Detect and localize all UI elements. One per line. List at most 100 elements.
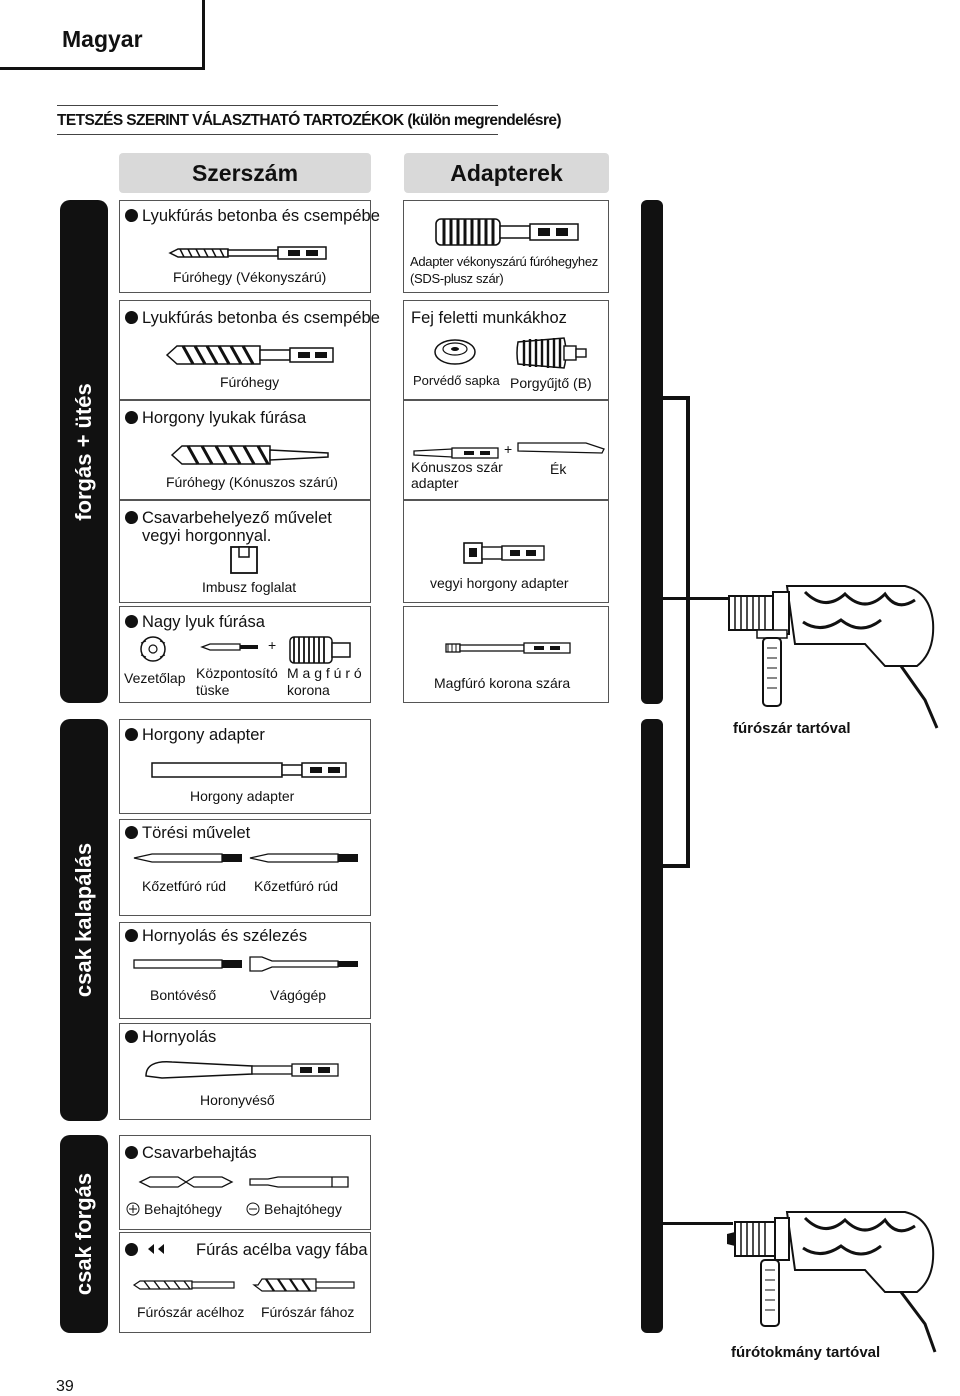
adapter-a2-item2: Porgyűjtő (B) xyxy=(510,375,592,391)
page-number: 39 xyxy=(56,1378,74,1395)
tool-b8-title: Hornyolás és szélezés xyxy=(125,927,307,946)
rotary-drill-icon xyxy=(727,1211,937,1353)
tool-b9-title: Hornyolás xyxy=(125,1028,216,1047)
adapter-box-core-shank: Magfúró korona szára xyxy=(403,606,609,703)
steel-drill-bit-icon xyxy=(132,1280,235,1290)
tool-box-core-bit: Nagy lyuk fúrása + Vezetőlap Központosít… xyxy=(119,606,371,703)
tool-box-drill-bit: Lyukfúrás betonba és csempébe Fúróhegy xyxy=(119,300,380,400)
adapter-a2-item1: Porvédő sapka xyxy=(413,373,500,388)
anchor-adapter-icon xyxy=(151,762,347,778)
sidebar-hammer-only: csak kalapálás xyxy=(60,719,108,1121)
bullet-icon xyxy=(125,826,138,839)
core-bit-icon xyxy=(289,636,351,664)
bullet-icon xyxy=(125,411,138,424)
adapter-a4-item: vegyi horgony adapter xyxy=(430,575,569,591)
adapter-a1-line2: (SDS-plusz szár) xyxy=(410,271,504,286)
phillips-bit-icon xyxy=(138,1176,234,1188)
section-title: TETSZÉS SZERINT VÁLASZTHATÓ TARTOZÉKOK (… xyxy=(57,112,562,129)
title-rule-bottom xyxy=(57,134,498,135)
tool-box-tapered-bit: Horgony lyukak fúrása Fúróhegy (Kónuszos… xyxy=(119,400,371,500)
guide-plate-icon xyxy=(140,636,166,662)
tools-column-header: Szerszám xyxy=(119,153,371,193)
tool-b5-item3-line1: M a g f ú r ó xyxy=(287,665,362,681)
dust-cup-icon xyxy=(434,339,476,365)
tool-b11-item1: Fúrószár acélhoz xyxy=(137,1304,245,1320)
adapter-a5-item: Magfúró korona szára xyxy=(434,675,571,691)
connector-bar-right-2 xyxy=(641,719,663,1333)
cold-chisel-icon xyxy=(133,959,242,969)
gouge-chisel-icon xyxy=(145,1061,339,1079)
tool-b7-item1: Kőzetfúró rúd xyxy=(142,878,227,894)
cutter-icon xyxy=(249,956,358,972)
tool-b4-item: Imbusz foglalat xyxy=(202,579,297,595)
tool-box-anchor-adapter: Horgony adapter Horgony adapter xyxy=(119,719,371,814)
tool-b4-title1: Csavarbehelyező művelet xyxy=(125,509,332,528)
bullet-icon xyxy=(125,1243,138,1256)
tool-b6-title: Horgony adapter xyxy=(125,726,265,745)
language-label: Magyar xyxy=(62,26,143,52)
tool-b7-item2: Kőzetfúró rúd xyxy=(254,878,339,894)
chemical-anchor-adapter-icon xyxy=(463,542,545,564)
thin-shank-drill-bit-icon xyxy=(168,246,327,260)
connector-bar-right-1 xyxy=(641,200,663,704)
tool-b5-title: Nagy lyuk fúrása xyxy=(125,613,265,632)
drill-symbol-icon xyxy=(148,1244,164,1254)
connector-line-h3 xyxy=(663,597,733,600)
tool-b10-item1: Behajtóhegy xyxy=(144,1201,222,1217)
tool-b10-item2: Behajtóhegy xyxy=(264,1201,342,1217)
adapter-a3-item2: Ék xyxy=(550,461,567,477)
tool-b10-title: Csavarbehajtás xyxy=(125,1144,257,1163)
adapters-column-header: Adapterek xyxy=(404,153,609,193)
core-bit-shank-icon xyxy=(445,642,571,654)
tool-b5-plus: + xyxy=(268,637,277,653)
adapter-box-overhead: Fej feletti munkákhoz Porvédő sapka Porg… xyxy=(403,300,609,400)
connector-line-v1 xyxy=(686,396,690,867)
tool-b4-title2: vegyi horgonnyal. xyxy=(142,527,272,545)
tool-b11-title: Fúrás acélba vagy fába xyxy=(196,1241,368,1259)
tapered-drill-bit-icon xyxy=(170,445,329,465)
sidebar-hammer-only-label: csak kalapálás xyxy=(71,842,96,998)
tool-b1-item: Fúróhegy (Vékonyszárú) xyxy=(173,269,327,285)
bullet-icon xyxy=(125,209,138,222)
tool-box-grooving-edging: Hornyolás és szélezés Bontóvéső Vágógép xyxy=(119,922,371,1019)
adapter-a2-title: Fej feletti munkákhoz xyxy=(411,309,567,327)
sidebar-rotation-only: csak forgás xyxy=(60,1135,108,1333)
rotary-hammer-icon xyxy=(728,585,939,729)
dust-collector-icon xyxy=(516,337,587,369)
adapter-box-taper: + Kónuszos szár adapter Ék xyxy=(403,400,609,500)
connector-line-h2 xyxy=(663,864,690,868)
tool-b2-title: Lyukfúrás betonba és csempébe xyxy=(125,309,380,328)
title-rule-top xyxy=(57,105,498,106)
minus-icon xyxy=(246,1202,260,1216)
adapter-a3-item1-line1: Kónuszos szár xyxy=(411,459,503,475)
adapter-a1-line1: Adapter vékonyszárú fúróhegyhez xyxy=(410,254,598,269)
tool-b3-item: Fúróhegy (Kónuszos szárú) xyxy=(166,474,338,490)
tool-box-hex-socket: Csavarbehelyező művelet vegyi horgonnyal… xyxy=(119,500,371,603)
taper-shank-adapter-icon xyxy=(413,447,499,459)
bullet-icon xyxy=(125,615,138,628)
sidebar-rotation-hammer: forgás + ütés xyxy=(60,200,108,703)
adapter-box-chemical-anchor: vegyi horgony adapter xyxy=(403,500,609,603)
wood-drill-bit-icon xyxy=(252,1278,355,1292)
drill-label-top: fúrószár tartóval xyxy=(733,720,851,737)
tool-box-breaking: Törési művelet Kőzetfúró rúd Kőzetfúró r… xyxy=(119,819,371,916)
tool-b8-item1: Bontóvéső xyxy=(150,987,217,1003)
tool-b7-title: Törési művelet xyxy=(125,824,250,843)
wedge-icon xyxy=(517,442,605,454)
hex-socket-icon xyxy=(230,546,258,574)
adapter-a3-plus: + xyxy=(504,441,513,457)
tool-b1-title: Lyukfúrás betonba és csempébe xyxy=(125,207,380,226)
tool-b9-item: Horonyvéső xyxy=(200,1092,275,1108)
tool-b5-item2-line1: Központosító xyxy=(196,665,278,681)
connector-line-h4 xyxy=(663,1222,733,1225)
bullet-icon xyxy=(125,728,138,741)
sidebar-rotation-only-label: csak forgás xyxy=(71,1172,96,1296)
sidebar-rotation-hammer-label: forgás + ütés xyxy=(71,382,96,521)
sds-plus-adapter-icon xyxy=(435,218,579,246)
bullet-icon xyxy=(125,929,138,942)
slotted-bit-icon xyxy=(249,1176,349,1188)
center-pin-icon xyxy=(200,643,258,651)
connector-line-h1 xyxy=(663,396,690,400)
tool-box-steel-wood: Fúrás acélba vagy fába Fúrószár acélhoz … xyxy=(119,1232,371,1333)
tool-b5-item3-line2: korona xyxy=(287,682,330,698)
